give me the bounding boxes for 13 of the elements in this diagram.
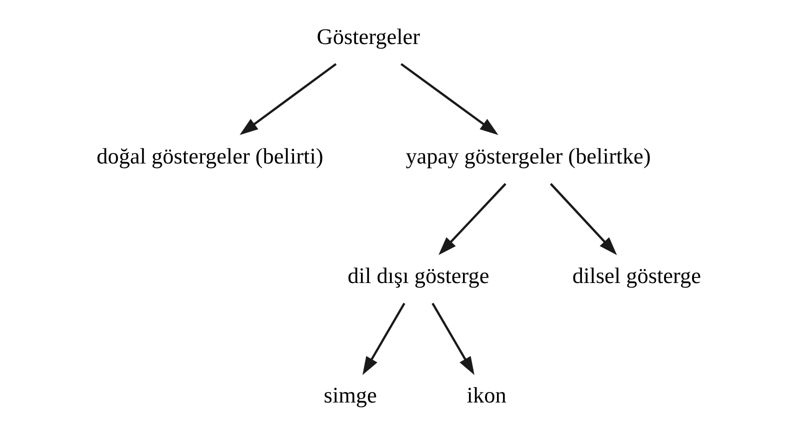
arrow: [438, 183, 506, 256]
node-text: yapay göstergeler (belirtke): [405, 144, 650, 169]
arrow: [549, 183, 616, 256]
arrow: [239, 63, 336, 135]
arrow: [362, 302, 405, 376]
node-text: dilsel gösterge: [572, 263, 700, 288]
node-text: ikon: [466, 382, 506, 408]
node-text: Göstergeler: [316, 24, 420, 49]
arrow: [400, 63, 498, 135]
node-text: dil dışı gösterge: [347, 263, 489, 288]
node-text: doğal göstergeler (belirti): [96, 144, 323, 169]
arrow: [431, 302, 474, 376]
node-text: simge: [323, 382, 376, 408]
